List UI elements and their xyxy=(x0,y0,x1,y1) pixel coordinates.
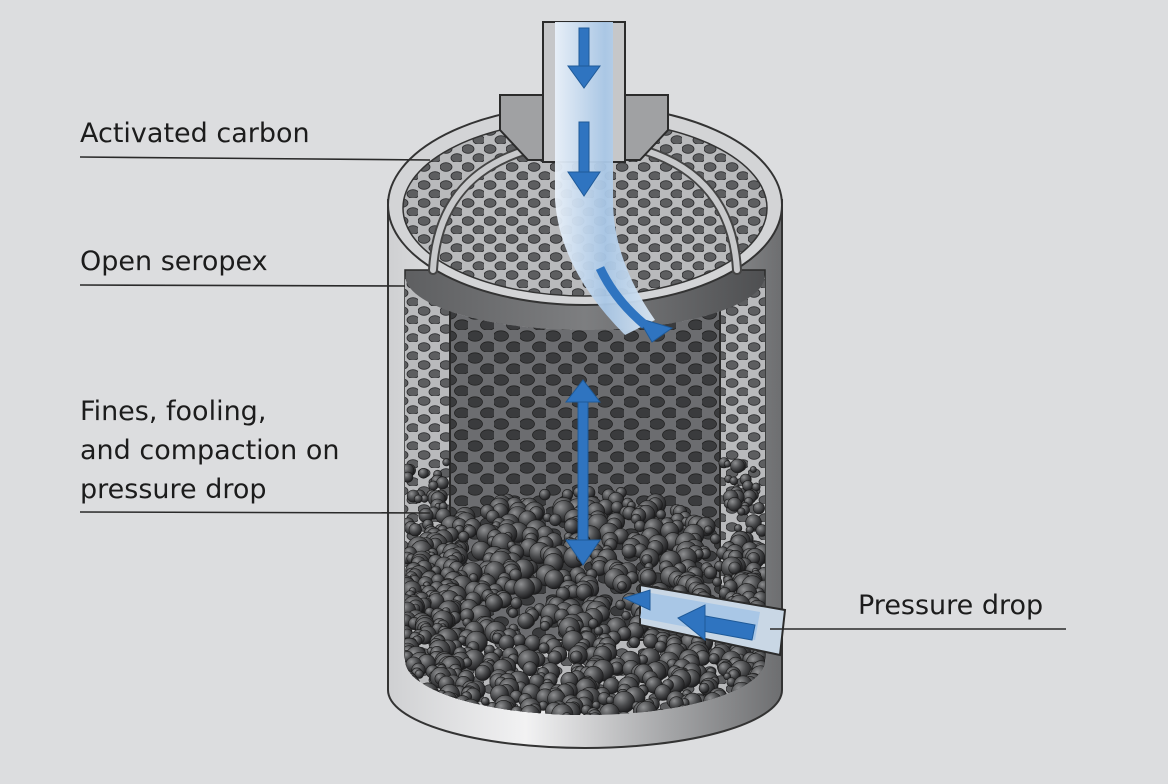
label-open-seropex: Open seropex xyxy=(80,246,268,277)
inflow-stream xyxy=(555,22,655,335)
media-bead xyxy=(442,458,451,467)
media-bead xyxy=(428,480,439,491)
media-bead xyxy=(617,581,627,591)
media-bead xyxy=(513,577,535,599)
leader-activated-carbon xyxy=(79,156,431,161)
media-bead xyxy=(587,618,599,629)
media-bead xyxy=(655,509,667,520)
leader-fines xyxy=(79,511,431,514)
media-bead xyxy=(510,597,523,610)
media-bead xyxy=(737,507,746,516)
arrow-down-icon xyxy=(567,27,674,343)
media-bead xyxy=(723,460,732,468)
media-bead xyxy=(405,471,414,483)
media-bead xyxy=(703,565,718,580)
media-bead xyxy=(522,661,538,677)
media-bead xyxy=(457,530,470,543)
media-bead xyxy=(730,458,745,474)
media-bead xyxy=(575,583,593,601)
label-fines-line-3: pressure drop xyxy=(80,474,267,505)
media-bead xyxy=(539,488,551,501)
media-bead xyxy=(729,476,739,486)
leader-open-seropex xyxy=(79,284,406,287)
media-bead xyxy=(710,533,721,545)
media-bead xyxy=(539,620,551,632)
label-fines-line-2: and compaction on xyxy=(80,435,340,466)
media-bead xyxy=(436,476,449,490)
media-bead xyxy=(570,650,583,663)
media-bead xyxy=(628,636,640,648)
media-bead xyxy=(615,599,626,611)
arrow-left-icon xyxy=(622,589,756,642)
media-bead xyxy=(563,518,580,534)
double-arrow-vertical-icon xyxy=(564,379,602,566)
media-bead xyxy=(621,610,631,621)
media-bead xyxy=(752,502,765,515)
media-bead xyxy=(414,669,424,679)
media-bead xyxy=(698,682,710,694)
media-bead xyxy=(593,626,604,636)
media-bead xyxy=(485,594,503,613)
label-fines-line-1: Fines, fooling, xyxy=(80,396,267,427)
media-bead xyxy=(712,577,723,587)
media-bead xyxy=(561,712,573,715)
media-bead xyxy=(615,711,632,715)
media-bead xyxy=(549,513,562,527)
media-bead xyxy=(538,642,550,654)
media-bead xyxy=(639,569,657,586)
media-bead xyxy=(418,467,429,479)
media-bead xyxy=(727,497,742,512)
media-bead xyxy=(480,696,490,706)
label-activated-carbon: Activated carbon xyxy=(80,118,310,149)
media-bead xyxy=(703,525,713,535)
media-bead xyxy=(749,466,757,473)
media-bead xyxy=(621,543,637,559)
media-bead xyxy=(408,523,422,537)
media-bead xyxy=(474,664,491,681)
label-pressure-drop: Pressure drop xyxy=(858,590,1044,621)
media-bead xyxy=(517,612,535,630)
media-bead xyxy=(654,640,667,653)
media-bead xyxy=(581,712,595,715)
media-bead xyxy=(413,494,423,504)
media-bead xyxy=(587,712,603,715)
media-bead xyxy=(755,524,765,537)
media-bead xyxy=(507,607,519,619)
media-bead xyxy=(708,653,720,665)
media-bead xyxy=(544,569,564,590)
